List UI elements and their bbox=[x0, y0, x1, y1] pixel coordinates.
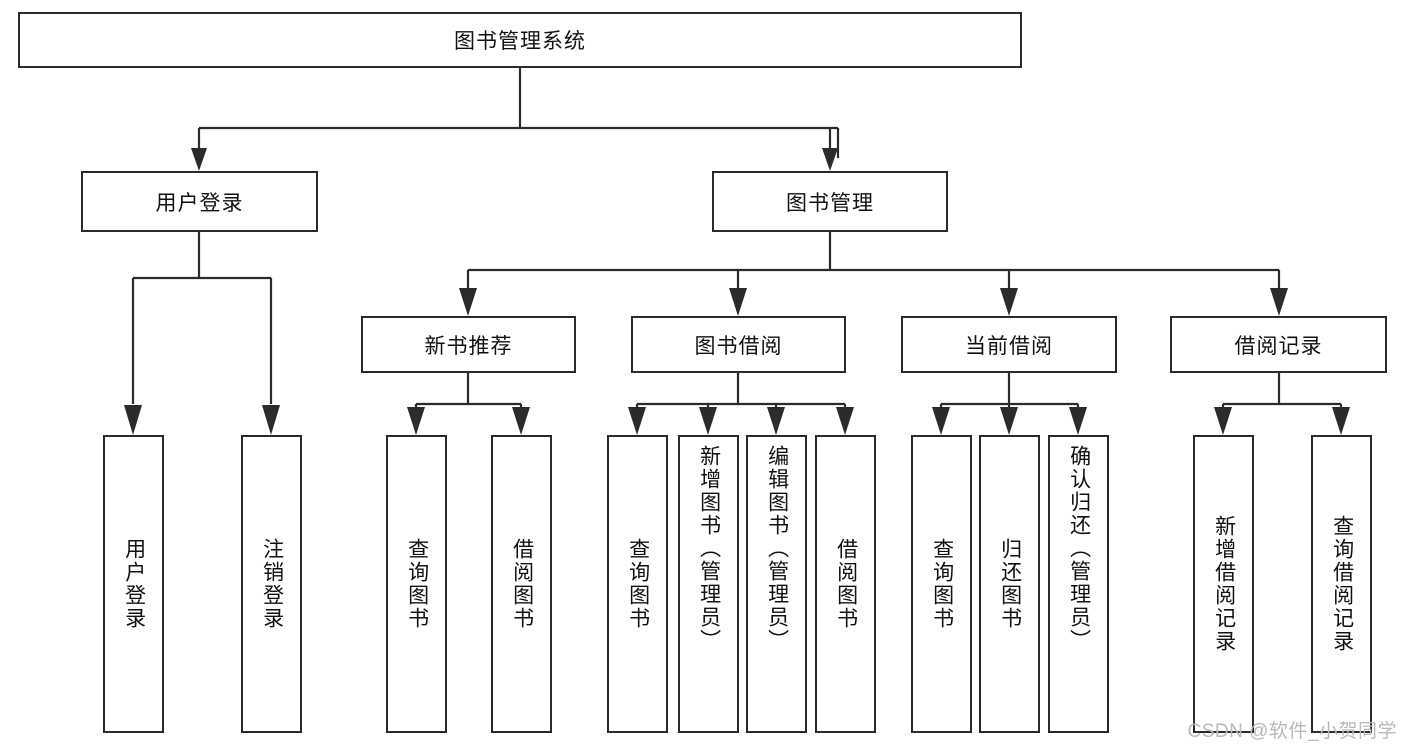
node-book-borrow[interactable]: 图书借阅 bbox=[631, 316, 846, 373]
node-label: 确认归还（管理员） bbox=[1067, 445, 1091, 652]
node-borrow-record[interactable]: 借阅记录 bbox=[1170, 316, 1387, 373]
leaf-current-borrow-return-book[interactable]: 归还图书 bbox=[979, 435, 1040, 733]
node-current-borrow[interactable]: 当前借阅 bbox=[901, 316, 1117, 373]
node-label: 查询图书 bbox=[930, 538, 954, 630]
node-label: 新增借阅记录 bbox=[1212, 515, 1236, 653]
node-label: 新书推荐 bbox=[424, 334, 513, 358]
leaf-user-login-login[interactable]: 用户登录 bbox=[103, 435, 164, 733]
leaf-book-borrow-borrow-book[interactable]: 借阅图书 bbox=[815, 435, 876, 733]
node-new-book-recommend[interactable]: 新书推荐 bbox=[361, 316, 576, 373]
leaf-new-book-borrow-book[interactable]: 借阅图书 bbox=[491, 435, 552, 733]
node-label: 借阅图书 bbox=[834, 538, 858, 630]
node-label: 归还图书 bbox=[998, 538, 1022, 630]
leaf-current-borrow-query-book[interactable]: 查询图书 bbox=[911, 435, 972, 733]
node-label: 用户登录 bbox=[122, 538, 146, 630]
leaf-current-borrow-confirm-return-admin[interactable]: 确认归还（管理员） bbox=[1048, 435, 1109, 733]
leaf-book-borrow-query-book[interactable]: 查询图书 bbox=[607, 435, 668, 733]
node-label: 借阅记录 bbox=[1234, 334, 1323, 358]
node-root-library-management-system[interactable]: 图书管理系统 bbox=[18, 12, 1022, 68]
node-label: 新增图书（管理员） bbox=[697, 445, 721, 652]
leaf-user-login-logout[interactable]: 注销登录 bbox=[241, 435, 302, 733]
leaf-borrow-record-query-record[interactable]: 查询借阅记录 bbox=[1311, 435, 1372, 733]
node-label: 查询借阅记录 bbox=[1330, 515, 1354, 653]
node-label: 注销登录 bbox=[260, 538, 284, 630]
leaf-book-borrow-add-book-admin[interactable]: 新增图书（管理员） bbox=[678, 435, 739, 733]
leaf-new-book-query-book[interactable]: 查询图书 bbox=[386, 435, 447, 733]
node-label: 查询图书 bbox=[626, 538, 650, 630]
leaf-book-borrow-edit-book-admin[interactable]: 编辑图书（管理员） bbox=[746, 435, 807, 733]
node-label: 用户登录 bbox=[155, 191, 244, 215]
node-book-management[interactable]: 图书管理 bbox=[712, 171, 948, 232]
node-user-login[interactable]: 用户登录 bbox=[81, 171, 318, 232]
watermark: CSDN @软件_小贺同学 bbox=[1187, 721, 1397, 742]
node-label: 图书管理系统 bbox=[454, 30, 586, 53]
leaf-borrow-record-add-record[interactable]: 新增借阅记录 bbox=[1193, 435, 1254, 733]
node-label: 借阅图书 bbox=[510, 538, 534, 630]
node-label: 图书借阅 bbox=[694, 334, 783, 358]
node-label: 编辑图书（管理员） bbox=[765, 445, 789, 652]
node-label: 查询图书 bbox=[405, 538, 429, 630]
node-label: 图书管理 bbox=[786, 191, 874, 215]
node-label: 当前借阅 bbox=[965, 334, 1053, 358]
